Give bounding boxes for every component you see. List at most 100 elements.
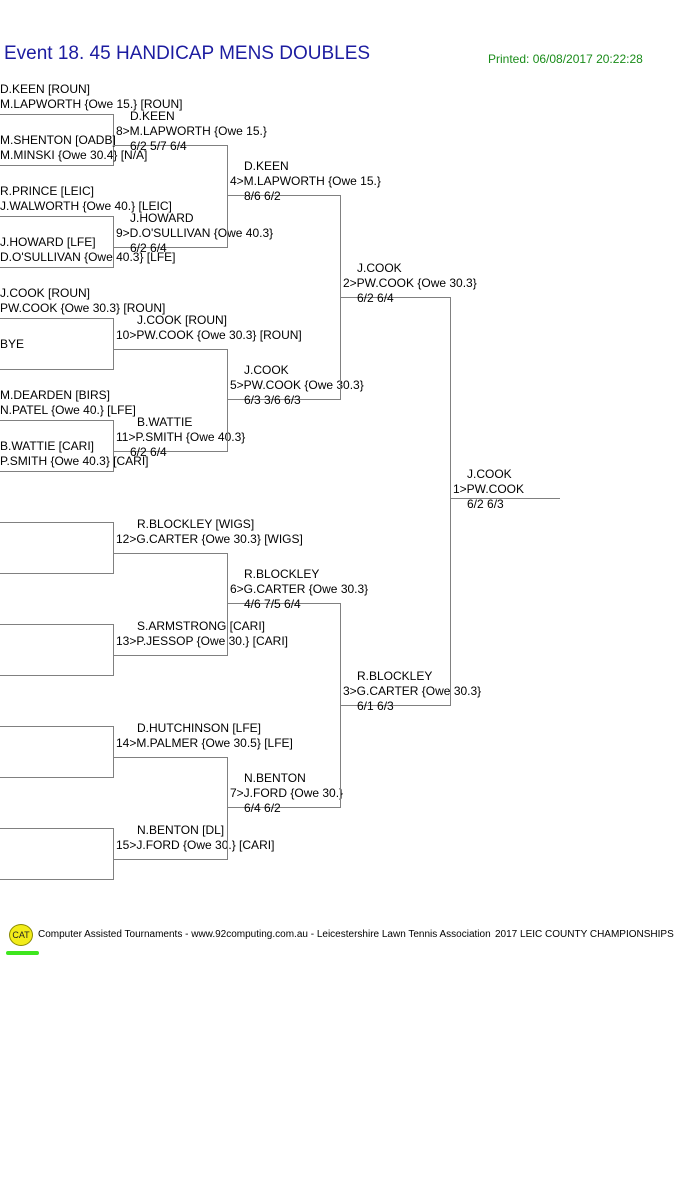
bracket-line [0,573,114,574]
player-name: P.SMITH {Owe 40.3} [CARI] [0,454,149,468]
bracket-line [0,675,114,676]
champion-name: 1>PW.COOK [453,482,525,496]
footer-championship: 2017 LEIC COUNTY CHAMPIONSHIPS [495,929,674,940]
match-score: 6/4 6/2 [244,801,281,815]
match-winner: 6>G.CARTER {Owe 30.3} [230,582,369,596]
bracket-line [113,247,228,248]
bracket-line [0,828,114,829]
cat-logo-icon: CAT [9,924,33,946]
player-name: B.WATTIE [CARI] [0,439,95,453]
bracket-line [113,114,114,166]
bracket-line [113,828,114,880]
printed-timestamp: Printed: 06/08/2017 20:22:28 [488,52,643,66]
match-winner: 3>G.CARTER {Owe 30.3} [343,684,482,698]
player-name: R.BLOCKLEY [244,567,320,581]
match-winner: 14>M.PALMER {Owe 30.5} [LFE] [116,735,293,750]
match-winner: 2>PW.COOK {Owe 30.3} [343,276,477,290]
player-name: R.BLOCKLEY [WIGS] [137,516,255,531]
player-name: J.HOWARD [130,210,194,225]
player-name: N.BENTON [244,771,306,785]
bracket-line [227,399,341,400]
bracket-line [227,553,228,656]
match-winner: 15>J.FORD {Owe 30.} [CARI] [116,837,275,852]
match-score: 6/2 6/4 [130,444,167,459]
bracket-line [113,624,114,676]
bracket-line [113,420,114,472]
bracket-line [113,145,228,146]
bracket-line [340,705,451,706]
bracket-line [0,879,114,880]
page-title: Event 18. 45 HANDICAP MENS DOUBLES [4,43,371,64]
match-score: 6/1 6/3 [357,699,394,713]
player-name: M.DEARDEN [BIRS] [0,388,111,402]
player-name: R.PRINCE [LEIC] [0,184,95,198]
bracket-line [227,807,341,808]
match-winner: 10>PW.COOK {Owe 30.3} [ROUN] [116,327,302,342]
player-name: J.WALWORTH {Owe 40.} [LEIC] [0,199,172,213]
bracket-line [450,498,560,499]
match-score: 6/2 6/4 [130,240,167,255]
bracket-line [113,318,114,370]
match-winner: 4>M.LAPWORTH {Owe 15.} [230,174,381,188]
player-name: N.PATEL {Owe 40.} [LFE] [0,403,136,417]
bracket-line [113,726,114,778]
match-score: 4/6 7/5 6/4 [244,597,301,611]
bracket-line [0,267,114,268]
match-winner: 12>G.CARTER {Owe 30.3} [WIGS] [116,531,303,546]
bracket-line [113,655,228,656]
match-winner: 13>P.JESSOP {Owe 30.} [CARI] [116,633,288,648]
bracket-line [450,297,451,706]
match-winner: 9>D.O'SULLIVAN {Owe 40.3} [116,225,274,240]
player-name: N.BENTON [DL] [137,822,225,837]
match-winner: 11>P.SMITH {Owe 40.3} [116,429,246,444]
player-name: M.MINSKI {Owe 30.4} [N/A] [0,148,148,162]
bracket-line [0,216,114,217]
player-name: D.KEEN [244,159,289,173]
bracket-line [0,165,114,166]
player-name: D.KEEN [ROUN] [0,82,91,96]
player-name: D.KEEN [130,108,175,123]
final-score: 6/2 6/3 [467,497,504,511]
match-winner: 8>M.LAPWORTH {Owe 15.} [116,123,267,138]
bracket-line [0,522,114,523]
player-name: PW.COOK {Owe 30.3} [ROUN] [0,301,166,315]
bracket-line [113,757,228,758]
match-winner: 5>PW.COOK {Owe 30.3} [230,378,364,392]
player-name: J.COOK [244,363,289,377]
bracket-line [113,522,114,574]
player-name: D.HUTCHINSON [LFE] [137,720,262,735]
player-name: S.ARMSTRONG [CARI] [137,618,266,633]
match-score: 8/6 6/2 [244,189,281,203]
bracket-line [227,195,341,196]
player-name: D.O'SULLIVAN {Owe 40.3} [LFE] [0,250,176,264]
player-name: J.COOK [ROUN] [0,286,91,300]
bracket-line [227,145,228,248]
player-name: M.LAPWORTH {Owe 15.} [ROUN] [0,97,183,111]
champion-name: J.COOK [467,467,512,481]
player-name: J.HOWARD [LFE] [0,235,96,249]
bracket-line [227,349,228,452]
player-name: M.SHENTON [OADB] [0,133,116,147]
match-score: 6/3 3/6 6/3 [244,393,301,407]
bracket-line [113,553,228,554]
player-name: R.BLOCKLEY [357,669,433,683]
bracket-line [0,420,114,421]
bracket-line [0,777,114,778]
player-name: BYE [0,337,25,351]
match-winner: 7>J.FORD {Owe 30.} [230,786,344,800]
match-score: 6/2 5/7 6/4 [130,138,187,153]
player-name: J.COOK [ROUN] [137,312,228,327]
bracket-line [0,471,114,472]
bracket-line [113,349,228,350]
bracket-line [227,603,341,604]
bracket-line [0,318,114,319]
bracket-line [340,297,451,298]
bracket-line [0,114,114,115]
player-name: B.WATTIE [137,414,193,429]
bracket-line [0,726,114,727]
player-name: J.COOK [357,261,402,275]
bracket-line [113,216,114,268]
bracket-line [227,757,228,860]
match-score: 6/2 6/4 [357,291,394,305]
bracket-line [113,451,228,452]
